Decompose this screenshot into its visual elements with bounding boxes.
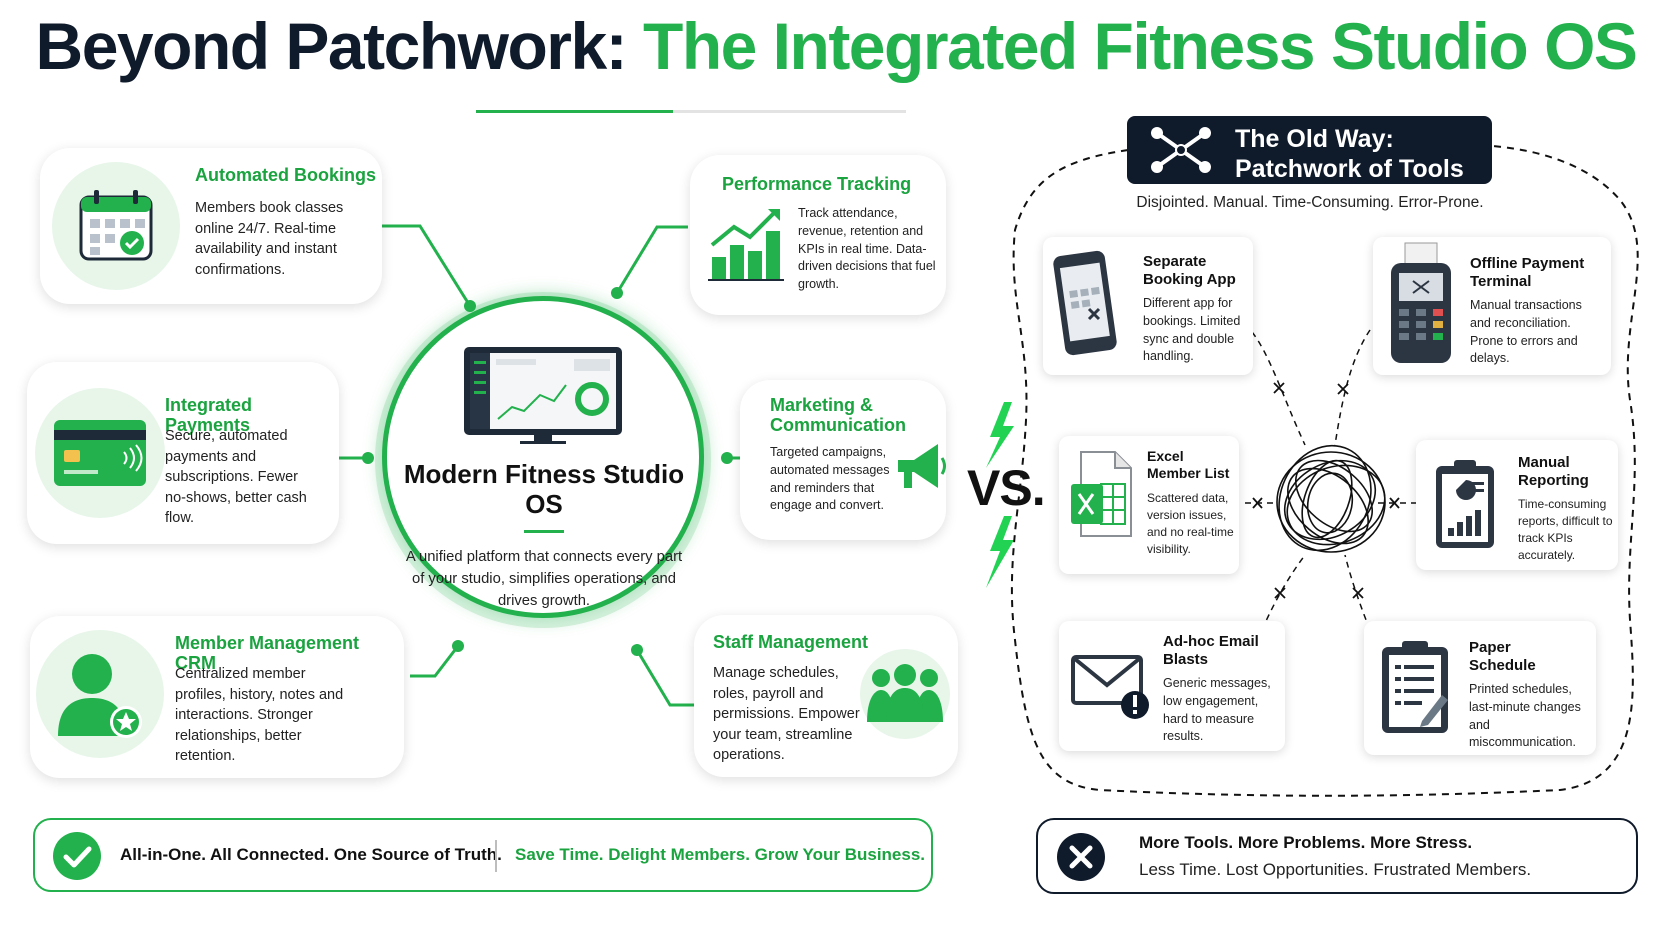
card-description: Members book classes online 24/7. Real-t… — [195, 200, 344, 278]
tool-description: Different app for bookings. Limited sync… — [1143, 296, 1241, 364]
clipboard-chart-icon — [1434, 458, 1496, 550]
card-description: Secure, automated payments and subscript… — [165, 428, 307, 527]
bad-banner-line2: Less Time. Lost Opportunities. Frustrate… — [1139, 860, 1532, 879]
broken-tools-icon — [1149, 125, 1213, 175]
tool-title: Excel Member List — [1147, 448, 1230, 481]
tool-title: Paper Schedule — [1469, 639, 1536, 674]
megaphone-icon — [892, 438, 948, 494]
title-part1: Beyond Patchwork: — [35, 9, 628, 83]
card-title: Member Management CRM — [175, 633, 360, 673]
title-part2: The Integrated Fitness Studio OS — [643, 9, 1638, 83]
tool-description: Generic messages, low engagement, hard t… — [1163, 676, 1271, 744]
good-banner-line2: Save Time. Delight Members. Grow Your Bu… — [515, 845, 926, 864]
credit-card-icon — [35, 388, 165, 518]
hub-description: A unified platform that connects every p… — [405, 549, 683, 610]
card-marketing: Marketing & Communication Targeted campa… — [740, 380, 946, 540]
old-way-title: The Old Way: Patchwork of Tools — [1235, 125, 1464, 183]
card-description: Targeted campaigns, automated messages a… — [770, 445, 890, 513]
calendar-check-icon — [52, 162, 180, 290]
good-banner: All-in-One. All Connected. One Source of… — [33, 818, 933, 892]
team-icon — [860, 649, 950, 739]
card-title: Integrated Payments — [165, 395, 253, 435]
card-title: Staff Management — [713, 632, 869, 652]
spreadsheet-icon — [1071, 450, 1133, 538]
phone-icon — [1053, 249, 1119, 361]
paper-clipboard-icon — [1380, 639, 1452, 735]
tool-card-manual-reporting: Manual Reporting Time-consuming reports,… — [1416, 440, 1618, 570]
card-automated-bookings: Automated Bookings Members book classes … — [40, 148, 382, 304]
card-description: Track attendance, revenue, retention and… — [798, 206, 936, 291]
old-way-subtitle: Disjointed. Manual. Time-Consuming. Erro… — [1136, 194, 1484, 211]
tool-description: Scattered data, version issues, and no r… — [1147, 491, 1234, 557]
tool-description: Manual transactions and reconciliation. … — [1470, 298, 1582, 366]
banner-divider — [495, 840, 497, 872]
email-alert-icon — [1071, 651, 1151, 721]
growth-chart-icon — [708, 205, 784, 281]
bad-banner: More Tools. More Problems. More Stress. … — [1036, 818, 1638, 894]
card-title: Automated Bookings — [195, 165, 377, 185]
tool-title: Ad-hoc Email Blasts — [1163, 633, 1259, 668]
old-way-title-box: The Old Way: Patchwork of Tools — [1127, 116, 1492, 184]
tool-card-excel: Excel Member List Scattered data, versio… — [1059, 436, 1239, 574]
tool-card-payment-terminal: Offline Payment Terminal Manual transact… — [1373, 237, 1611, 375]
tool-card-email: Ad-hoc Email Blasts Generic messages, lo… — [1059, 621, 1285, 751]
monitor-icon — [462, 345, 624, 445]
member-star-icon — [36, 630, 164, 758]
checkmark-icon — [53, 832, 101, 880]
page-title: Beyond Patchwork: The Integrated Fitness… — [0, 8, 1672, 84]
tool-title: Separate Booking App — [1143, 253, 1236, 288]
tool-description: Printed schedules, last-minute changes a… — [1469, 682, 1581, 750]
vs-label: VS. — [967, 460, 1046, 516]
tool-card-paper-schedule: Paper Schedule Printed schedules, last-m… — [1364, 621, 1596, 755]
title-underline — [476, 110, 906, 113]
hub-divider — [524, 530, 564, 533]
tool-description: Time-consuming reports, difficult to tra… — [1518, 497, 1613, 563]
card-integrated-payments: Integrated Payments Secure, automated pa… — [27, 362, 339, 544]
good-banner-line1: All-in-One. All Connected. One Source of… — [120, 845, 502, 864]
tool-card-booking-app: Separate Booking App Different app for b… — [1043, 237, 1253, 375]
card-title: Performance Tracking — [722, 174, 912, 194]
close-x-icon — [1057, 833, 1105, 881]
tool-title: Manual Reporting — [1518, 454, 1589, 489]
card-staff-management: Staff Management Manage schedules, roles… — [694, 615, 958, 777]
card-description: Manage schedules, roles, payroll and per… — [713, 665, 860, 764]
card-member-crm: Member Management CRM Centralized member… — [30, 616, 404, 778]
bad-banner-line1: More Tools. More Problems. More Stress. — [1139, 833, 1473, 852]
hub-title: Modern Fitness Studio OS — [403, 459, 685, 519]
card-performance-tracking: Performance Tracking Track attendance, r… — [690, 155, 946, 315]
card-title: Marketing & Communication — [770, 395, 907, 435]
payment-terminal-icon — [1385, 241, 1457, 369]
tool-title: Offline Payment Terminal — [1470, 255, 1585, 290]
card-description: Centralized member profiles, history, no… — [175, 666, 344, 765]
